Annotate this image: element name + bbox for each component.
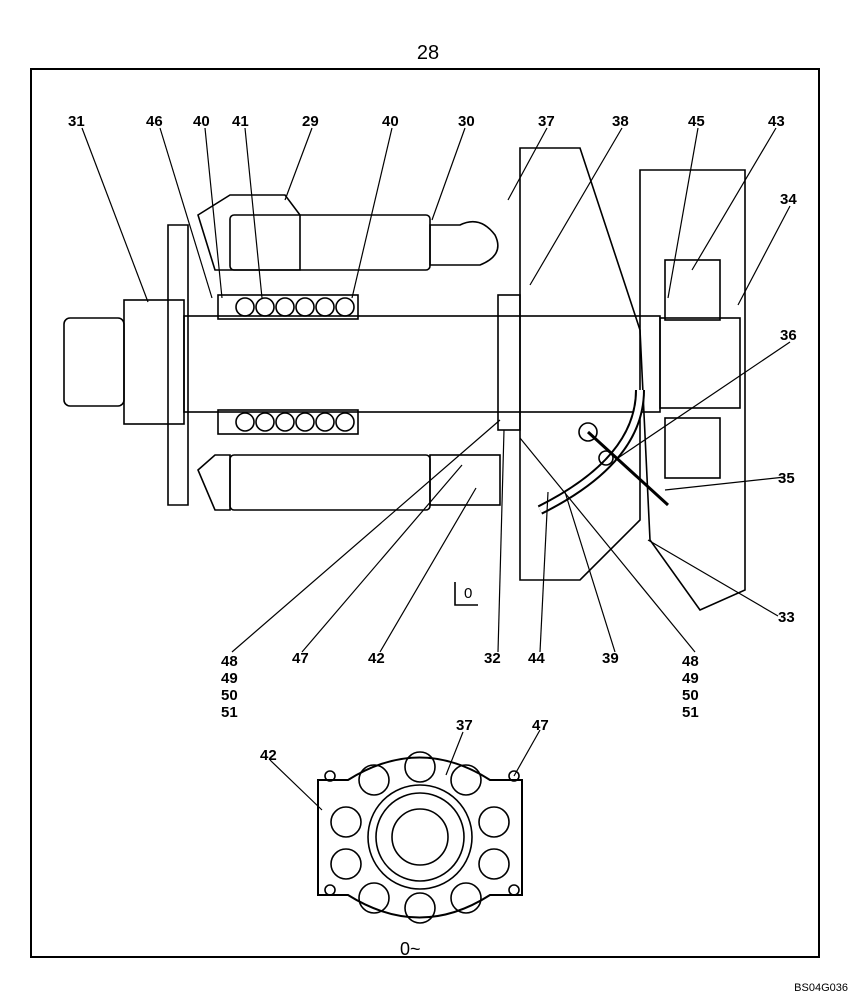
callout-label: 39 xyxy=(602,650,619,667)
drive-shaft xyxy=(183,315,661,413)
callout-label: 49 xyxy=(682,670,699,687)
callout-label: 32 xyxy=(484,650,501,667)
drawing-code: BS04G036 xyxy=(794,982,848,994)
bearing-upper xyxy=(217,294,359,320)
piston-shoe-lower xyxy=(429,454,501,506)
end-cap xyxy=(659,317,741,409)
callout-label: 46 xyxy=(146,113,163,130)
callout-label: 47 xyxy=(292,650,309,667)
callout-label: 44 xyxy=(528,650,545,667)
callout-label: 50 xyxy=(221,687,238,704)
swash-plate xyxy=(519,147,641,581)
leader-lines xyxy=(81,127,791,653)
callout-label: 42 xyxy=(368,650,385,667)
view-marker-label: 0 xyxy=(464,585,472,602)
bolt-head-lower xyxy=(664,417,721,479)
page-number: 28 xyxy=(416,42,440,64)
callout-label: 36 xyxy=(780,327,797,344)
upper-housing xyxy=(197,194,301,271)
callout-label: 48 xyxy=(221,653,238,670)
servo-arc xyxy=(537,389,645,515)
lower-piston xyxy=(229,454,431,511)
bearing-lower xyxy=(217,409,359,435)
callout-label: 37 xyxy=(538,113,555,130)
pin xyxy=(578,422,598,442)
callout-label: 35 xyxy=(778,470,795,487)
callout-label: 30 xyxy=(458,113,475,130)
upper-piston xyxy=(229,214,431,271)
callout-label: 29 xyxy=(302,113,319,130)
bolt-head-upper xyxy=(664,259,721,321)
callout-label: 51 xyxy=(682,704,699,721)
callout-label: 49 xyxy=(221,670,238,687)
callout-label: 31 xyxy=(68,113,85,130)
callout-labels: 31 46 40 41 29 40 30 37 38 45 43 34 36 3… xyxy=(68,113,797,959)
front-flange xyxy=(167,224,189,506)
view-marker-line xyxy=(454,582,478,606)
callout-label: 37 xyxy=(456,717,473,734)
pin-rod xyxy=(586,430,670,507)
rear-casing xyxy=(639,169,746,611)
callout-label: 42 xyxy=(260,747,277,764)
shaft-end xyxy=(63,317,125,407)
callout-label: 40 xyxy=(193,113,210,130)
section-view-label: 0~ xyxy=(400,939,421,959)
callout-label: 51 xyxy=(221,704,238,721)
drawing-frame xyxy=(30,68,820,958)
callout-label: 47 xyxy=(532,717,549,734)
callout-label: 41 xyxy=(232,113,249,130)
pin-end xyxy=(598,450,614,466)
callout-label: 43 xyxy=(768,113,785,130)
callout-label: 38 xyxy=(612,113,629,130)
callout-label: 34 xyxy=(780,191,797,208)
piston-shoe-upper xyxy=(429,220,499,266)
lower-housing xyxy=(197,454,231,511)
callout-label: 45 xyxy=(688,113,705,130)
callout-label: 48 xyxy=(682,653,699,670)
callout-label: 50 xyxy=(682,687,699,704)
valve-plate-view xyxy=(269,729,541,924)
shaft-collar xyxy=(123,299,185,425)
callout-label: 33 xyxy=(778,609,795,626)
callout-label: 40 xyxy=(382,113,399,130)
